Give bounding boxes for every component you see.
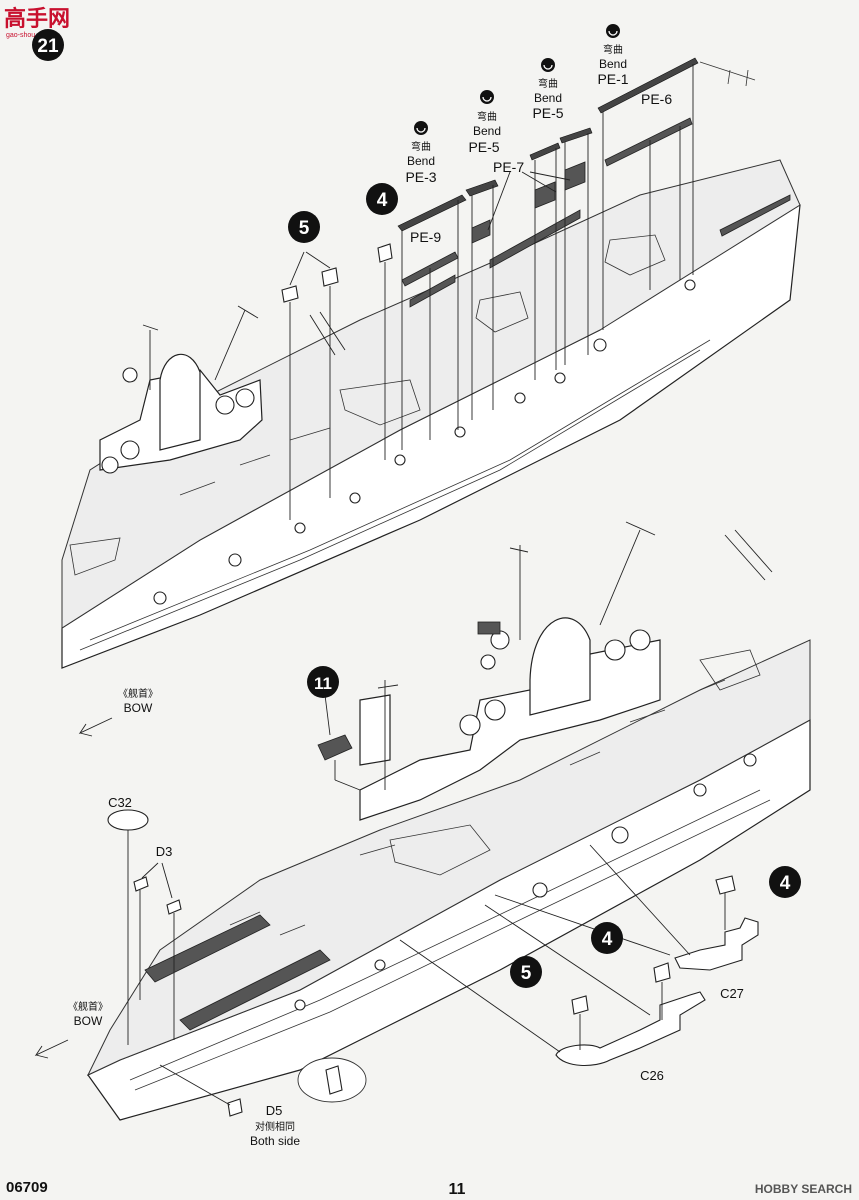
part-d5: D5 [266, 1103, 283, 1118]
footer: 06709 11 HOBBY SEARCH [6, 1179, 852, 1198]
bend-label-cn: 弯曲 [411, 140, 431, 153]
bend-icon [541, 58, 555, 72]
bend-label-en: Bend [407, 154, 435, 168]
pe7-label: PE-7 [493, 159, 524, 175]
step-number: 21 [37, 36, 59, 57]
part-labels: 《舰首》 BOW 《舰首》 BOW C32 D3 D5 对侧相同 Both si… [68, 687, 744, 1148]
ref-4-mid: 4 [602, 929, 613, 950]
site-logo-subtext: gao-shou.com [6, 32, 51, 39]
site-logo-text: 高手网 [4, 6, 70, 31]
bend-icon [606, 24, 620, 38]
bow-label-en: BOW [124, 701, 153, 715]
pe1-label: PE-1 [597, 71, 628, 87]
ref-4-right: 4 [780, 873, 791, 894]
product-code: 06709 [6, 1179, 48, 1196]
both-side-cn: 对侧相同 [255, 1120, 295, 1133]
pe3-label: PE-3 [405, 169, 436, 185]
bend-label-en: Bend [599, 57, 627, 71]
step-badge: 21 [32, 29, 64, 61]
bow-label-en: BOW [74, 1014, 103, 1028]
part-d3: D3 [156, 844, 173, 859]
parts-lower [34, 694, 759, 1117]
part-c26: C26 [640, 1068, 664, 1083]
pe5a-label: PE-5 [468, 139, 499, 155]
pe-labels: 弯曲 Bend PE-3 弯曲 Bend PE-5 弯曲 Bend PE-5 弯… [405, 43, 672, 245]
bend-icon [414, 121, 428, 135]
ref-5-top: 5 [299, 218, 310, 239]
part-c27: C27 [720, 986, 744, 1001]
bend-label-cn: 弯曲 [477, 110, 497, 123]
page-number: 11 [449, 1181, 466, 1198]
part-c32: C32 [108, 795, 132, 810]
pe5b-label: PE-5 [532, 105, 563, 121]
both-side-en: Both side [250, 1134, 300, 1148]
bend-label-cn: 弯曲 [538, 77, 558, 90]
ref-4-top: 4 [377, 190, 388, 211]
bend-label-en: Bend [534, 91, 562, 105]
pe6-label: PE-6 [641, 91, 672, 107]
watermark: HOBBY SEARCH [755, 1182, 852, 1196]
bend-label-en: Bend [473, 124, 501, 138]
bend-icons [414, 24, 620, 135]
bow-label-cn: 《舰首》 [68, 1000, 108, 1013]
pe-parts-top [281, 57, 756, 520]
bend-label-cn: 弯曲 [603, 43, 623, 56]
bow-label-cn: 《舰首》 [118, 687, 158, 700]
site-logo: 高手网 gao-shou.com [4, 6, 70, 39]
ref-5-bottom: 5 [521, 963, 532, 984]
upper-ship [61, 159, 801, 669]
lower-ship [86, 521, 811, 1121]
pe9-label: PE-9 [410, 229, 441, 245]
bend-icon [480, 90, 494, 104]
ref-11: 11 [314, 674, 332, 693]
circled-refs: 5 4 11 4 4 5 [288, 183, 801, 988]
